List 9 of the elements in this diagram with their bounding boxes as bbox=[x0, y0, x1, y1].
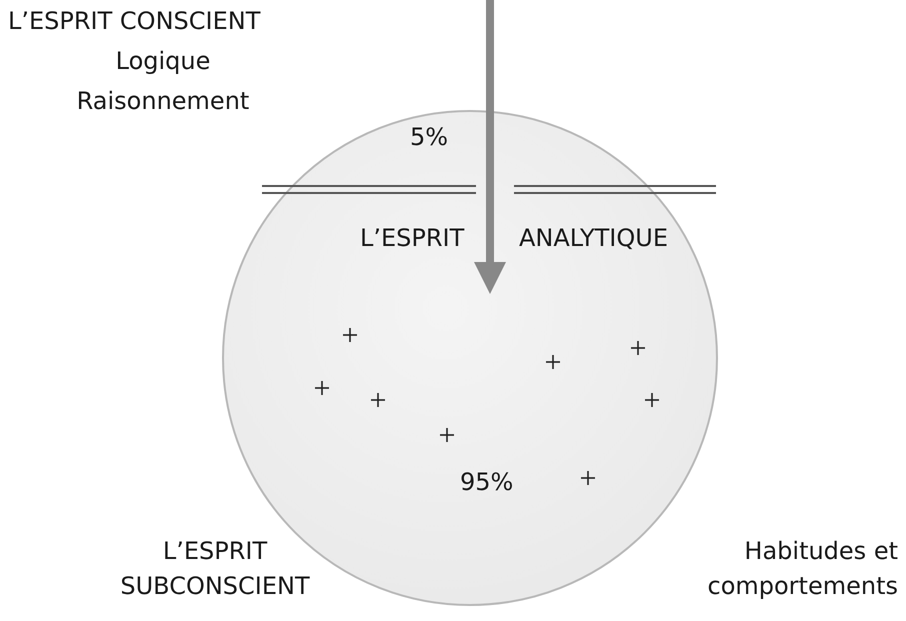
heading-label: L’ESPRIT SUBCONSCIENT bbox=[119, 536, 311, 602]
percentage-label: 95% bbox=[460, 467, 514, 498]
label: Raisonnement bbox=[76, 86, 250, 117]
heading-label: L’ESPRIT CONSCIENT bbox=[8, 6, 260, 37]
percentage-label: 5% bbox=[410, 122, 448, 153]
region-label: ANALYTIQUE bbox=[519, 223, 668, 254]
label: Habitudes et comportements bbox=[706, 536, 898, 602]
region-label: L’ESPRIT bbox=[360, 223, 464, 254]
label: Logique bbox=[114, 46, 212, 77]
